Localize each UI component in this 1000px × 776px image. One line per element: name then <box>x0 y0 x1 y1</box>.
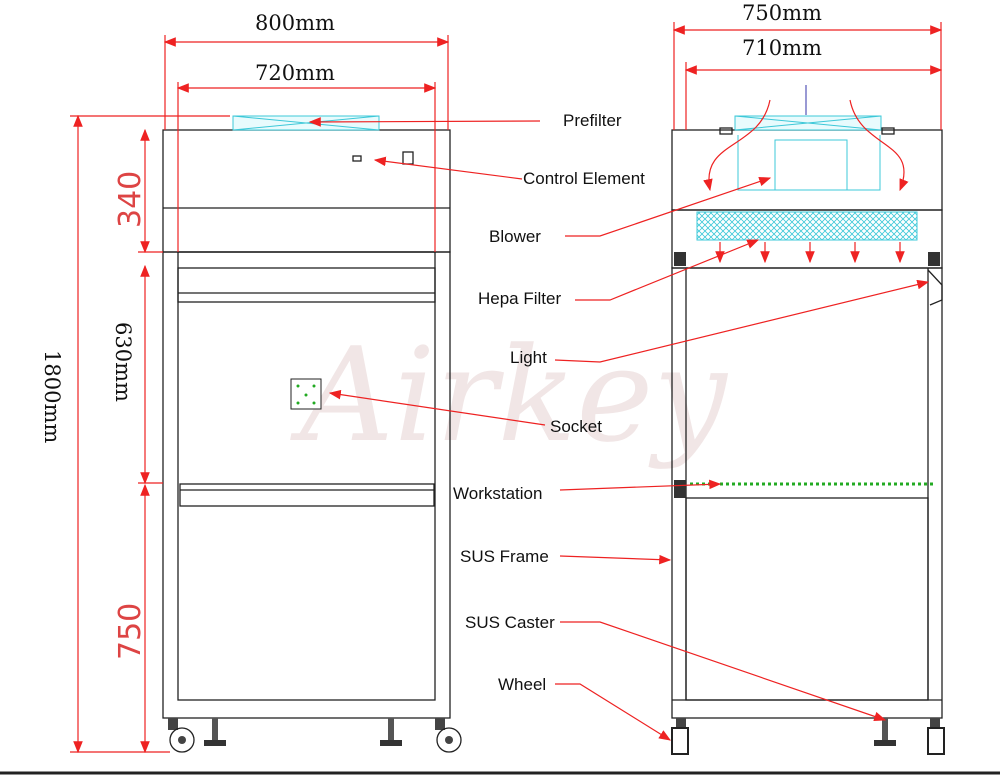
side-casters <box>671 718 945 755</box>
watermark: Airkey <box>290 319 728 471</box>
control-display <box>402 151 414 165</box>
label-blower: Blower <box>489 227 541 246</box>
dim-710mm: 710mm <box>742 36 822 60</box>
label-control-element: Control Element <box>523 169 645 188</box>
dim-1800mm: 1800mm <box>40 350 64 443</box>
label-sus-frame: SUS Frame <box>460 547 549 566</box>
label-sus-caster: SUS Caster <box>465 613 555 632</box>
side-frame <box>671 267 943 719</box>
top-rail <box>177 267 436 303</box>
side-view: 750mm 710mm <box>671 1 945 755</box>
dim-720mm: 720mm <box>255 61 335 85</box>
dim-630mm: 630mm <box>111 322 135 402</box>
control-switch <box>352 155 362 162</box>
callouts: Prefilter Control Element Blower Hepa Fi… <box>308 111 930 741</box>
label-light: Light <box>510 348 547 367</box>
label-hepa-filter: Hepa Filter <box>478 289 561 308</box>
label-prefilter: Prefilter <box>563 111 622 130</box>
work-surface <box>179 483 435 507</box>
dim-750: 750 <box>113 603 148 660</box>
light-shape <box>927 269 943 306</box>
label-wheel: Wheel <box>498 675 546 694</box>
top-housing <box>162 129 451 253</box>
dim-340: 340 <box>113 171 148 228</box>
front-view: 800mm 720mm 1800mm 340 630mm 750 <box>40 11 462 754</box>
label-workstation: Workstation <box>453 484 542 503</box>
front-casters <box>168 718 462 753</box>
dim-800mm: 800mm <box>255 11 335 35</box>
hepa-filter-shape <box>696 211 918 241</box>
label-socket: Socket <box>550 417 602 436</box>
dim-750mm: 750mm <box>742 1 822 25</box>
